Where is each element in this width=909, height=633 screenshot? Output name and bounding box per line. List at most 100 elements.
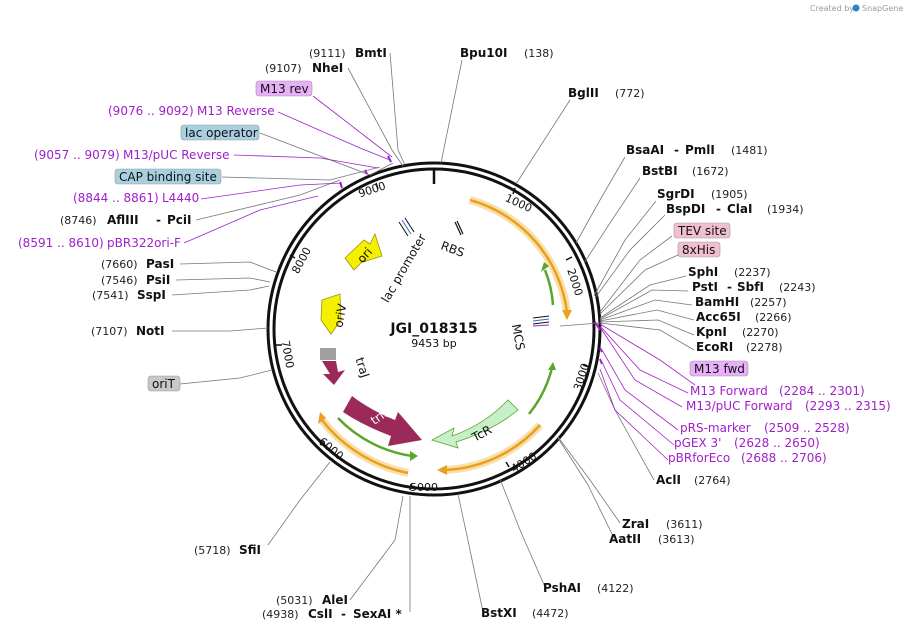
site-sphi-name: SphI	[688, 265, 718, 279]
site-pasi-name: PasI	[146, 257, 174, 271]
site-bpu10i[interactable]: Bpu10I (138)	[460, 46, 554, 60]
site-bstbi[interactable]: BstBI (1672)	[642, 164, 729, 178]
site-bsaai-pmli[interactable]: BsaAI - PmlI (1481)	[626, 143, 768, 157]
tick-label-4000: 4000	[509, 450, 540, 476]
site-bstbi-name: BstBI	[642, 164, 678, 178]
mcs-tick-1	[532, 315, 550, 319]
site-acc65i[interactable]: Acc65I (2266)	[696, 310, 792, 324]
site-bmti-name: BmtI	[355, 46, 387, 60]
boxed-tev-site[interactable]: TEV site	[673, 222, 731, 239]
right-primer-leaders	[599, 323, 696, 461]
primer-m13puc-reverse[interactable]: (9057 .. 9079) M13/pUC Reverse	[34, 148, 230, 162]
site-csli-sexai[interactable]: (4938) CslI - SexAI *	[262, 607, 402, 621]
boxed-m13-rev[interactable]: M13 rev	[255, 80, 313, 97]
site-acli[interactable]: AclI (2764)	[656, 473, 731, 487]
site-bsaai-sep: -	[674, 143, 679, 157]
primer-m13puc-forward-name: M13/pUC Forward	[686, 399, 793, 413]
site-noti[interactable]: (7107) NotI	[91, 324, 165, 338]
site-bmti[interactable]: (9111) BmtI	[309, 46, 387, 60]
site-kpni-name: KpnI	[696, 325, 727, 339]
primer-l4440[interactable]: (8844 .. 8861) L4440	[73, 191, 199, 205]
site-pshai[interactable]: PshAI (4122)	[543, 581, 634, 595]
site-csli-sep: -	[341, 607, 346, 621]
leader-bglii	[515, 99, 571, 185]
site-bglii[interactable]: BglII (772)	[568, 86, 645, 100]
site-alei[interactable]: (5031) AleI	[276, 593, 348, 607]
primer-pbr322ori[interactable]: (8591 .. 8610) pBR322ori-F	[18, 236, 181, 250]
primer-prs-marker[interactable]: pRS-marker (2509 .. 2528)	[680, 421, 850, 435]
leader-zrai	[557, 436, 621, 524]
boxed-cap-site[interactable]: CAP binding site	[114, 168, 222, 185]
feature-orange-arc-bottom	[444, 424, 541, 472]
leader-bstxi	[457, 493, 484, 613]
site-bamhi[interactable]: BamHI (2257)	[695, 295, 787, 309]
primer-m13puc-reverse-range: (9057 .. 9079)	[34, 148, 120, 162]
site-acc65i-pos: (2266)	[755, 311, 792, 324]
site-bsaai-name: BsaAI	[626, 143, 664, 157]
leader-m13-reverse	[277, 111, 391, 161]
site-kpni[interactable]: KpnI (2270)	[696, 325, 779, 339]
site-ecori[interactable]: EcoRI (2278)	[696, 340, 783, 354]
site-psti-pos: (2243)	[779, 281, 816, 294]
site-alei-name: AleI	[322, 593, 348, 607]
feature-green-arrowhead-left	[410, 451, 418, 461]
credit-brand: SnapGene	[862, 4, 903, 13]
primer-prs-marker-range: (2509 .. 2528)	[764, 421, 850, 435]
primer-m13-reverse[interactable]: (9076 .. 9092) M13 Reverse	[108, 104, 275, 118]
snapgene-logo-icon	[852, 4, 860, 12]
primer-pgex3[interactable]: pGEX 3' (2628 .. 2650)	[674, 436, 820, 450]
site-pasi[interactable]: (7660) PasI	[101, 257, 174, 271]
tick-8000	[289, 254, 296, 259]
site-sgrdi-name: SgrDI	[657, 187, 695, 201]
boxed-8xhis[interactable]: 8xHis	[677, 241, 721, 258]
primer-m13puc-forward[interactable]: M13/pUC Forward (2293 .. 2315)	[686, 399, 891, 413]
site-nhei[interactable]: (9107) NheI	[265, 61, 343, 75]
primer-mark-m13rev	[387, 155, 392, 163]
site-sgrdi[interactable]: SgrDI (1905)	[657, 187, 748, 201]
leader-psti	[599, 289, 689, 320]
primer-pbrforeco-range: (2688 .. 2706)	[741, 451, 827, 465]
site-bstxi[interactable]: BstXI (4472)	[481, 606, 569, 620]
left-primer-leaders	[183, 95, 393, 244]
tick-label-9000: 9000	[357, 179, 388, 200]
site-sphi[interactable]: SphI (2237)	[688, 265, 771, 279]
left-leader-lines	[171, 52, 411, 612]
leader-nhei	[347, 67, 404, 167]
primer-m13-forward-range: (2284 .. 2301)	[779, 384, 865, 398]
boxed-m13-fwd[interactable]: M13 fwd	[689, 360, 749, 377]
leader-m13puc-reverse	[233, 154, 379, 169]
site-psii[interactable]: (7546) PsiI	[101, 273, 170, 287]
feature-traJ-gray-block	[320, 348, 336, 360]
site-acc65i-name: Acc65I	[696, 310, 741, 324]
primer-m13-forward[interactable]: M13 Forward (2284 .. 2301)	[690, 384, 865, 398]
site-psti-name: PstI	[692, 280, 718, 294]
cap-site-label: CAP binding site	[119, 170, 217, 184]
primer-pbrforeco[interactable]: pBRforEco (2688 .. 2706)	[668, 451, 827, 465]
tev-site-box	[673, 222, 731, 239]
site-zrai[interactable]: ZraI (3611)	[622, 517, 703, 531]
feature-green-arrowhead-lower	[548, 362, 556, 370]
site-bspdi-clai[interactable]: BspDI - ClaI (1934)	[666, 202, 804, 216]
boxed-orit[interactable]: oriT	[147, 375, 181, 392]
tev-site-label: TEV site	[677, 224, 727, 238]
site-afliii-pcii[interactable]: (8746) AflIII - PciI	[60, 213, 192, 227]
primer-pgex3-name: pGEX 3'	[674, 436, 721, 450]
primer-m13-reverse-name: M13 Reverse	[197, 104, 275, 118]
site-nhei-name: NheI	[312, 61, 343, 75]
feature-green-arrowhead-right	[541, 262, 549, 272]
site-bsaai-pos: (1481)	[731, 144, 768, 157]
primer-l4440-range: (8844 .. 8861)	[73, 191, 159, 205]
site-aatii[interactable]: AatII (3613)	[609, 532, 695, 546]
site-psti-sbfi[interactable]: PstI - SbfI (2243)	[692, 280, 816, 294]
boxed-lac-operator[interactable]: lac operator	[180, 124, 260, 141]
site-afliii-name: AflIII	[107, 213, 139, 227]
leader-kpni	[599, 319, 695, 336]
primer-mark-pgex	[599, 358, 603, 365]
leader-prs-marker	[601, 349, 679, 431]
site-sspi[interactable]: (7541) SspI	[92, 288, 166, 302]
site-bamhi-pos: (2257)	[750, 296, 787, 309]
site-sfii[interactable]: (5718) SfiI	[194, 543, 261, 557]
m13-fwd-label: M13 fwd	[694, 362, 745, 376]
tick-1000	[512, 187, 516, 195]
site-bamhi-name: BamHI	[695, 295, 739, 309]
